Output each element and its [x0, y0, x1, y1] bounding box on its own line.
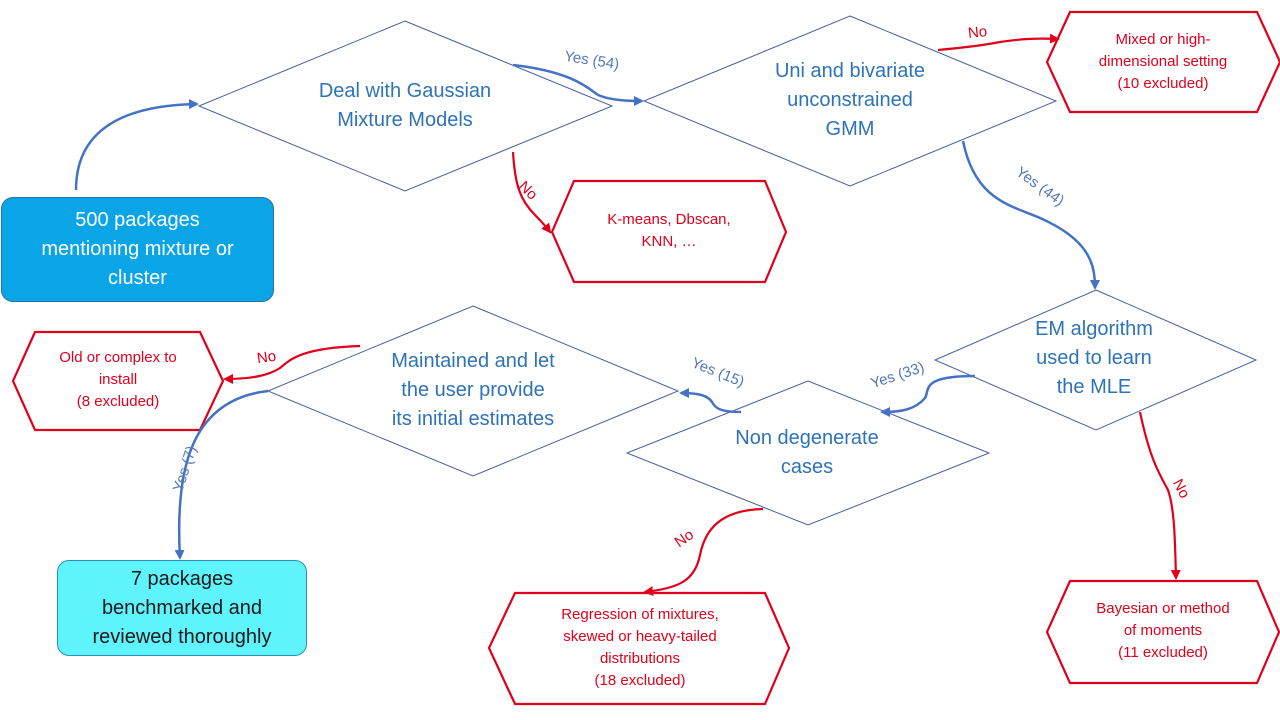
exclusion-old-label: Old or complex to install (8 excluded) [59, 349, 177, 410]
edge-label-no-maintained: No [255, 347, 278, 368]
exclusion-kmeans-shape [550, 179, 788, 284]
arrow-em-to-bayesian [1138, 411, 1181, 580]
start-box: 500 packages mentioning mixture or clust… [1, 197, 274, 302]
arrow-start-to-gmm [74, 99, 199, 191]
end-line: 7 packages [130, 567, 234, 590]
arrow-maintained-to-end [174, 389, 269, 560]
start-line: cluster [108, 267, 167, 289]
end-box: 7 packages benchmarked and reviewed thor… [57, 560, 307, 656]
decision-nondegenerate-shape [625, 380, 991, 526]
decision-maintained-shape [266, 305, 680, 477]
decision-gmm-shape [197, 20, 614, 192]
exclusion-mixed-shape [1045, 10, 1280, 114]
end-line: benchmarked and [101, 596, 263, 619]
exclusion-kmeans-label: K-means, Dbscan, KNN, … [607, 211, 731, 250]
decision-unibivariate-shape [642, 15, 1058, 187]
arrow-gmm-to-unibivariate [512, 63, 644, 106]
start-line: 500 packages [75, 209, 200, 231]
arrow-unibivariate-to-mixed [937, 33, 1060, 52]
end-line: reviewed thoroughly [92, 625, 272, 648]
exclusion-bayesian-shape [1045, 579, 1280, 685]
edge-label-no-unibivariate: No [967, 23, 988, 42]
exclusion-mixed-label: Mixed or high- dimensional setting (10 e… [1098, 31, 1228, 92]
start-line: mentioning mixture or [41, 238, 234, 260]
arrow-maintained-to-old [223, 344, 361, 384]
arrow-nondegenerate-to-maintained [679, 388, 742, 414]
exclusion-regression-label: Regression of mixtures, skewed or heavy-… [561, 606, 719, 689]
decision-em-shape [933, 289, 1258, 431]
arrow-gmm-to-kmeans [511, 151, 552, 234]
decision-unibivariate-label: Uni and bivariate unconstrained GMM [774, 60, 926, 140]
arrow-nondegenerate-to-regression [643, 507, 764, 597]
exclusion-regression-shape [487, 591, 791, 706]
decision-maintained-label: Maintained and let the user provide its … [391, 350, 555, 430]
exclusion-bayesian-label: Bayesian or method of moments (11 exclud… [1096, 600, 1230, 661]
decision-gmm-label: Deal with Gaussian Mixture Models [318, 80, 492, 131]
arrow-em-to-nondegenerate [880, 374, 976, 417]
decision-nondegenerate-label: Non degenerate cases [735, 427, 879, 478]
decision-em-label: EM algorithm used to learn the MLE [1035, 318, 1153, 398]
arrow-unibivariate-to-em [961, 140, 1100, 290]
